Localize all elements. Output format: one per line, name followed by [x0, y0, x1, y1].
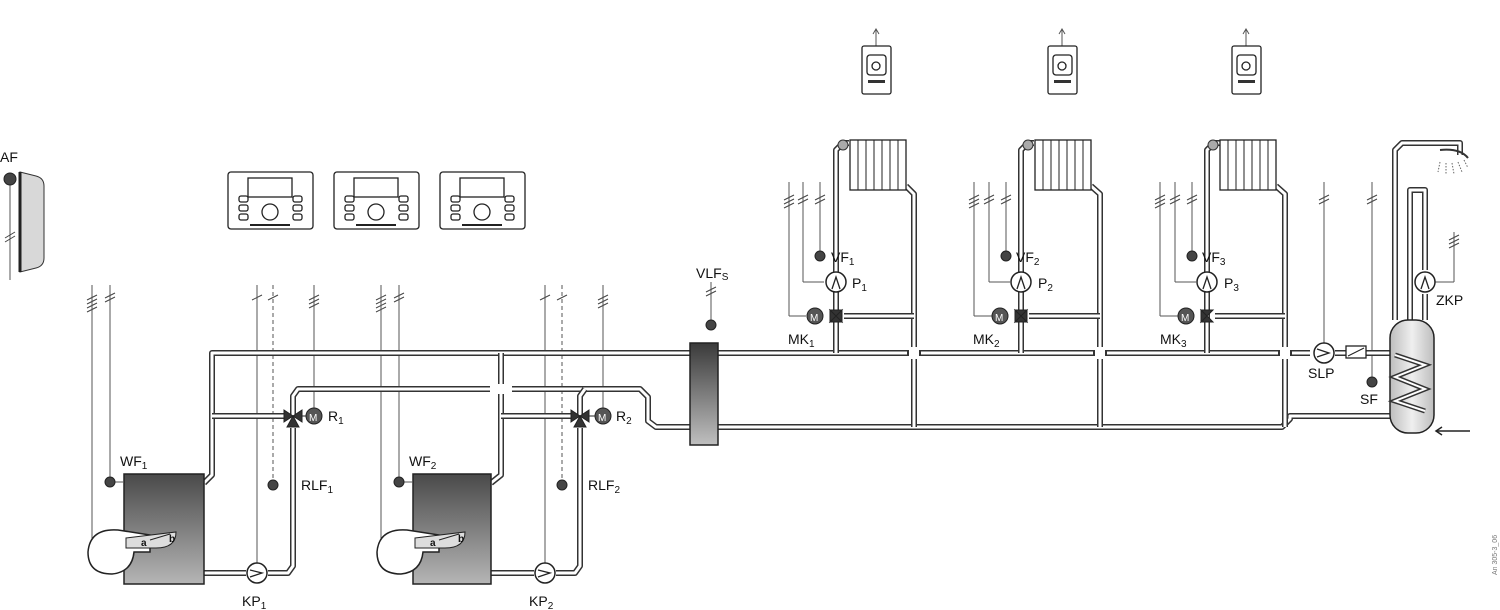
motor-r1-label: M — [309, 413, 317, 424]
radiator-1 — [837, 139, 907, 191]
check-valve-icon — [1345, 345, 1367, 359]
mixing-valve-mk3-icon — [1199, 308, 1215, 324]
boiler-controller-2 — [333, 171, 420, 230]
motor-r2-label: M — [598, 413, 606, 424]
motor-mk2-icon: M — [991, 307, 1009, 325]
boiler-controller-1 — [227, 171, 314, 230]
boiler-2 — [376, 473, 492, 585]
motor-mk1-label: M — [810, 313, 818, 324]
label-mk2: MK2 — [973, 331, 1000, 350]
label-zkp: ZKP — [1436, 292, 1463, 308]
radiator-2 — [1022, 139, 1092, 191]
label-vf2: VF2 — [1016, 249, 1040, 268]
outdoor-wall — [4, 171, 45, 280]
burner-label-a-2: a — [430, 538, 436, 549]
label-kp2: KP2 — [529, 593, 554, 610]
sensor-vf1-icon — [814, 250, 826, 262]
label-slp: SLP — [1308, 365, 1334, 381]
pump-p2-icon — [1010, 271, 1032, 293]
label-wf1: WF1 — [120, 453, 148, 472]
motor-mk3-icon: M — [1177, 307, 1195, 325]
label-vf1: VF1 — [831, 249, 855, 268]
sensor-sf-icon — [1366, 376, 1378, 388]
shower-icon — [1437, 148, 1469, 175]
sensor-vf3-icon — [1186, 250, 1198, 262]
room-controller-3 — [1231, 28, 1262, 95]
burner-label-a: a — [141, 538, 147, 549]
pump-kp1-icon — [246, 562, 268, 584]
outdoor-sensor-icon — [3, 172, 17, 186]
label-p3: P3 — [1224, 275, 1239, 294]
label-vf3: VF3 — [1202, 249, 1226, 268]
mixing-valve-mk2-icon — [1013, 308, 1029, 324]
motor-mk3-label: M — [1181, 313, 1189, 324]
pipe-break-lines — [907, 350, 1292, 356]
sensor-wf2-icon — [393, 476, 405, 488]
burner-label-b-2: b — [458, 534, 464, 545]
pump-p3-icon — [1196, 271, 1218, 293]
label-rlf1: RLF1 — [301, 477, 333, 496]
label-r2: R2 — [616, 408, 632, 427]
label-vlfs: VLFS — [696, 265, 729, 283]
label-af: AF — [0, 149, 18, 165]
wire-ticks — [86, 194, 1460, 313]
sensor-rlf2-icon — [556, 479, 568, 491]
label-rlf2: RLF2 — [588, 477, 620, 496]
sensor-vf2-icon — [1000, 250, 1012, 262]
radiator-3 — [1207, 139, 1277, 191]
motor-mk1-icon: M — [806, 307, 824, 325]
label-p1: P1 — [852, 275, 867, 294]
burner-label-b: b — [169, 534, 175, 545]
motor-r2-icon: M — [589, 407, 612, 425]
label-sf: SF — [1360, 391, 1378, 407]
sensor-wf1-icon — [104, 476, 116, 488]
pump-slp-icon — [1313, 342, 1335, 364]
label-p2: P2 — [1038, 275, 1053, 294]
label-wf2: WF2 — [409, 453, 437, 472]
room-controller-2 — [1047, 28, 1078, 95]
dhw-tank — [1387, 319, 1470, 436]
label-r1: R1 — [328, 408, 344, 427]
document-code: An 305-3_06 — [1492, 535, 1499, 575]
sensor-rlf1-icon — [267, 479, 279, 491]
hydraulic-separator — [689, 342, 719, 446]
motor-mk2-label: M — [995, 313, 1003, 324]
mixing-valve-mk1-icon — [828, 308, 844, 324]
label-mk3: MK3 — [1160, 331, 1187, 350]
label-mk1: MK1 — [788, 331, 815, 350]
boiler-1 — [87, 473, 205, 585]
signal-wires — [91, 182, 1455, 568]
pump-zkp-icon — [1414, 271, 1436, 293]
pump-kp2-icon — [534, 562, 556, 584]
cascade-controller — [439, 171, 526, 230]
label-kp1: KP1 — [242, 593, 267, 610]
pump-p1-icon — [825, 271, 847, 293]
pipe-break-marks — [490, 347, 1291, 394]
sensor-vlfs-icon — [705, 319, 717, 331]
room-controller-1 — [861, 28, 892, 95]
motor-r1-icon: M — [302, 407, 323, 425]
